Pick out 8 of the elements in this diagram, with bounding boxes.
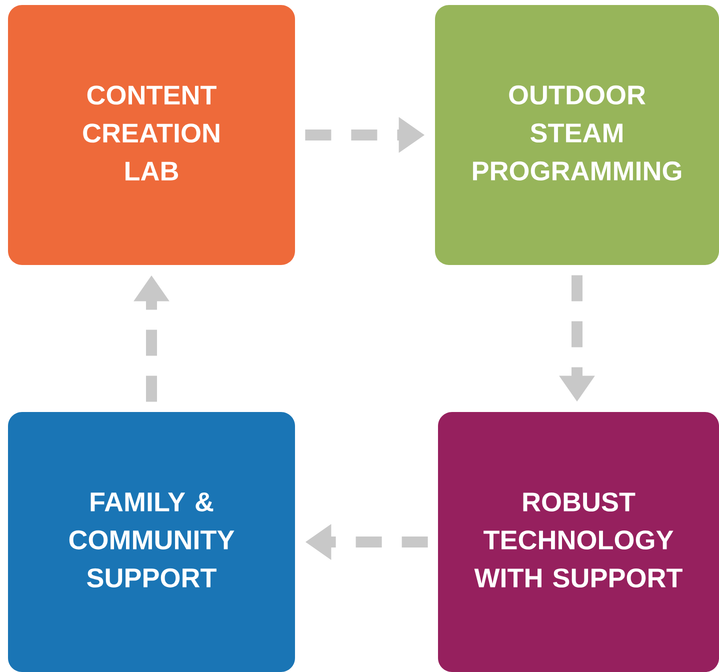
process-box: [438, 412, 719, 672]
box-label: OUTDOOR STEAM PROGRAMMING: [473, 85, 682, 181]
process-box: [435, 5, 719, 265]
box-label: ROBUST TECHNOLOGY WITH SUPPORT: [474, 492, 682, 588]
box-label: FAMILY & COMMUNITY SUPPORT: [69, 492, 234, 588]
process-box: [8, 412, 295, 672]
process-box: [8, 5, 295, 265]
box-label: CONTENT CREATION LAB: [83, 86, 220, 180]
